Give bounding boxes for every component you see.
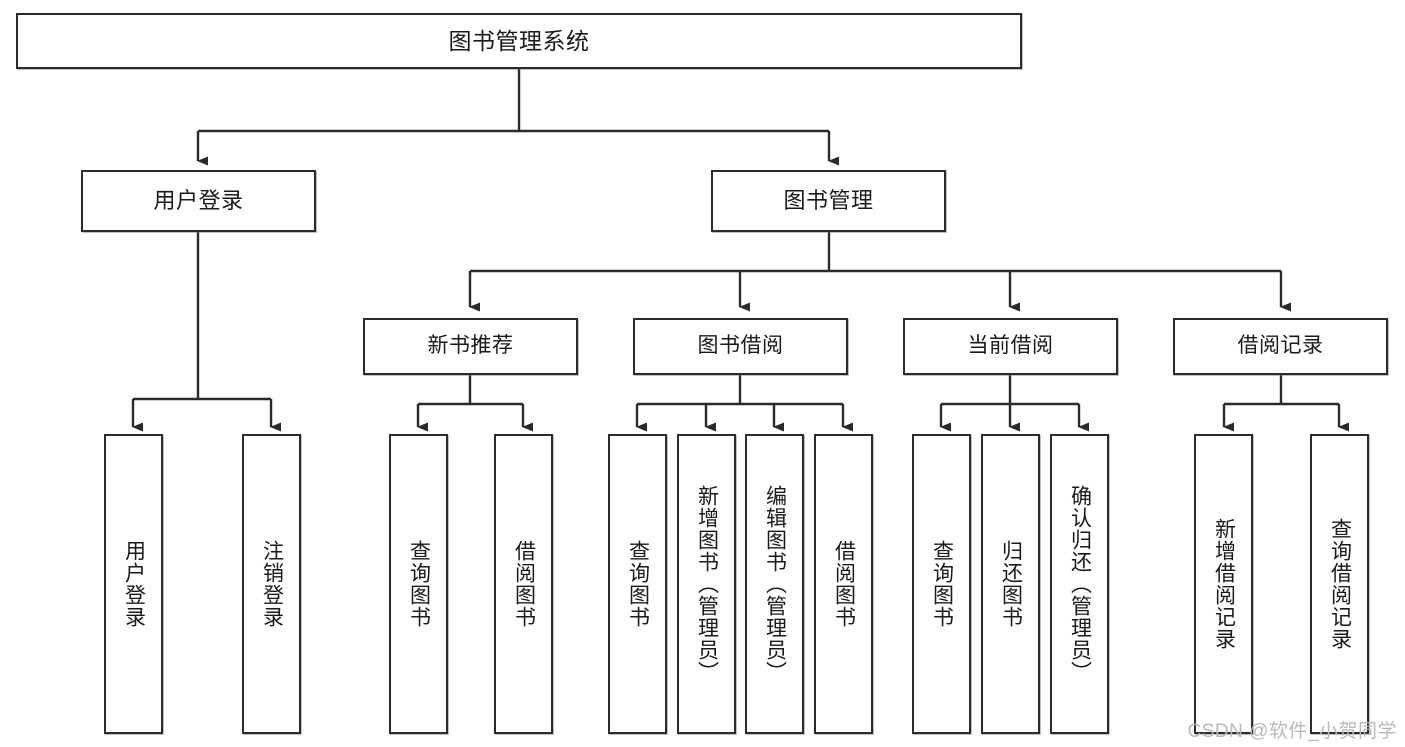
node-borrow-record[interactable]: 借阅记录 [1173, 318, 1388, 375]
node-root[interactable]: 图书管理系统 [16, 13, 1022, 69]
leaf-label: 归还图书 [999, 540, 1023, 628]
leaf-label: 借阅图书 [832, 540, 856, 628]
node-new-book-recommend[interactable]: 新书推荐 [363, 318, 578, 375]
node-user-login[interactable]: 用户登录 [81, 170, 316, 232]
node-book-management[interactable]: 图书管理 [711, 170, 946, 232]
leaf-label: 查询图书 [626, 540, 650, 628]
leaf-label: 查询图书 [930, 540, 954, 628]
node-user-login-label: 用户登录 [153, 188, 244, 214]
node-root-label: 图书管理系统 [448, 27, 590, 54]
leaf-label: 新增图书（管理员） [695, 485, 719, 683]
leaf-new-book-borrow[interactable]: 借阅图书 [494, 434, 553, 734]
node-current-borrow[interactable]: 当前借阅 [903, 318, 1118, 375]
leaf-user-login-login[interactable]: 用户登录 [104, 434, 163, 734]
leaf-label: 查询图书 [407, 540, 431, 628]
node-borrow-record-label: 借阅记录 [1237, 334, 1324, 358]
leaf-book-borrow-add[interactable]: 新增图书（管理员） [677, 434, 736, 734]
leaf-current-borrow-query[interactable]: 查询图书 [912, 434, 971, 734]
watermark: CSDN @软件_小贺同学 [1187, 721, 1397, 742]
leaf-new-book-query[interactable]: 查询图书 [389, 434, 448, 734]
leaf-label: 编辑图书（管理员） [763, 485, 787, 683]
node-new-book-recommend-label: 新书推荐 [427, 334, 514, 358]
leaf-current-borrow-confirm[interactable]: 确认归还（管理员） [1050, 434, 1109, 734]
node-book-borrow[interactable]: 图书借阅 [633, 318, 848, 375]
leaf-book-borrow-query[interactable]: 查询图书 [608, 434, 667, 734]
leaf-borrow-record-query[interactable]: 查询借阅记录 [1310, 434, 1369, 734]
node-book-borrow-label: 图书借阅 [697, 334, 784, 358]
leaf-label: 新增借阅记录 [1212, 518, 1236, 650]
leaf-label: 查询借阅记录 [1328, 518, 1352, 650]
leaf-current-borrow-return[interactable]: 归还图书 [981, 434, 1040, 734]
node-current-borrow-label: 当前借阅 [967, 334, 1054, 358]
leaf-book-borrow-edit[interactable]: 编辑图书（管理员） [745, 434, 804, 734]
leaf-label: 确认归还（管理员） [1068, 485, 1092, 683]
leaf-book-borrow-borrow[interactable]: 借阅图书 [814, 434, 873, 734]
leaf-borrow-record-add[interactable]: 新增借阅记录 [1194, 434, 1253, 734]
node-book-management-label: 图书管理 [783, 188, 874, 214]
leaf-user-login-logout[interactable]: 注销登录 [242, 434, 301, 734]
leaf-label: 借阅图书 [512, 540, 536, 628]
leaf-label: 注销登录 [260, 540, 284, 628]
leaf-label: 用户登录 [122, 540, 146, 628]
